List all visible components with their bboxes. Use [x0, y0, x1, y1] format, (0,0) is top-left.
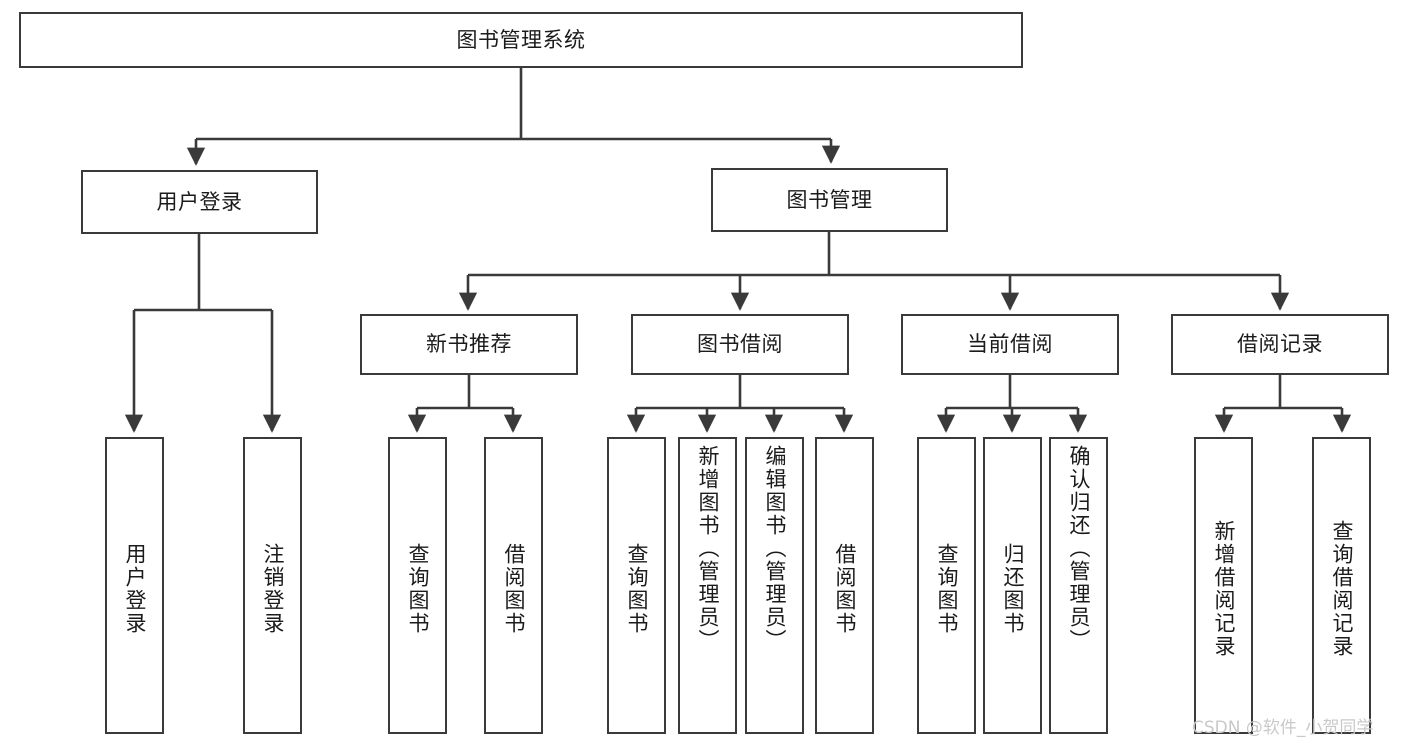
node-label: 图书管理系统	[456, 27, 586, 52]
node-label: 新增图书（管理员）	[696, 445, 720, 652]
node-label: 查询图书	[625, 542, 649, 635]
leaf-book-borrow-add-book-admin[interactable]: 新增图书（管理员）	[678, 437, 737, 734]
node-root-book-management-system[interactable]: 图书管理系统	[19, 12, 1023, 68]
node-label: 确认归还（管理员）	[1067, 445, 1091, 652]
node-label: 查询图书	[406, 542, 430, 635]
node-book-management[interactable]: 图书管理	[711, 168, 948, 232]
node-book-borrow[interactable]: 图书借阅	[631, 314, 849, 375]
node-label: 借阅图书	[833, 542, 857, 635]
node-label: 归还图书	[1001, 542, 1025, 635]
leaf-borrow-record-query-record[interactable]: 查询借阅记录	[1312, 437, 1371, 734]
node-label: 查询图书	[935, 542, 959, 635]
node-label: 新增借阅记录	[1212, 519, 1236, 658]
leaf-current-borrow-confirm-return-admin[interactable]: 确认归还（管理员）	[1049, 437, 1108, 734]
node-label: 查询借阅记录	[1330, 519, 1354, 658]
node-label: 当前借阅	[967, 332, 1053, 357]
leaf-current-borrow-return-book[interactable]: 归还图书	[983, 437, 1042, 734]
node-label: 借阅图书	[502, 542, 526, 635]
watermark-text: CSDN @软件_小贺同学	[1192, 718, 1374, 738]
node-borrow-record[interactable]: 借阅记录	[1171, 314, 1389, 375]
node-label: 借阅记录	[1237, 332, 1323, 357]
node-label: 编辑图书（管理员）	[763, 445, 787, 652]
node-label: 用户登录	[123, 542, 147, 635]
leaf-new-book-borrow-book[interactable]: 借阅图书	[484, 437, 543, 734]
node-label: 图书管理	[786, 187, 873, 212]
leaf-user-login-logout[interactable]: 注销登录	[243, 437, 302, 734]
leaf-book-borrow-query-book[interactable]: 查询图书	[607, 437, 666, 734]
node-label: 新书推荐	[426, 332, 512, 357]
node-new-book-recommend[interactable]: 新书推荐	[360, 314, 578, 375]
leaf-new-book-query-book[interactable]: 查询图书	[388, 437, 447, 734]
node-user-login[interactable]: 用户登录	[81, 170, 318, 234]
node-label: 注销登录	[261, 542, 285, 635]
node-current-borrow[interactable]: 当前借阅	[901, 314, 1119, 375]
leaf-current-borrow-query-book[interactable]: 查询图书	[917, 437, 976, 734]
leaf-book-borrow-edit-book-admin[interactable]: 编辑图书（管理员）	[745, 437, 804, 734]
node-label: 图书借阅	[697, 332, 783, 357]
leaf-book-borrow-borrow-book[interactable]: 借阅图书	[815, 437, 874, 734]
leaf-user-login-signin[interactable]: 用户登录	[105, 437, 164, 734]
leaf-borrow-record-add-record[interactable]: 新增借阅记录	[1194, 437, 1253, 734]
node-label: 用户登录	[156, 189, 243, 214]
